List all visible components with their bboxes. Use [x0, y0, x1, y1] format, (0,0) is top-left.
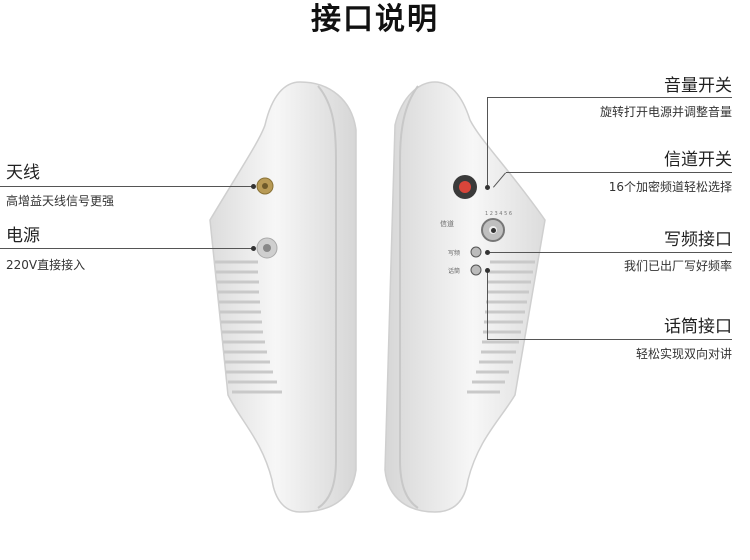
mic-port-callout: 话筒接口: [664, 317, 732, 337]
volume-leader-dot: [485, 185, 490, 190]
mic-leader-vline: [487, 270, 488, 339]
channel-label: 信道开关: [664, 150, 732, 170]
right-unit: 信道 1 2 3 4 5 6 写频 话筒: [384, 81, 546, 513]
mic-leader-dot: [485, 268, 490, 273]
page-title: 接口说明: [311, 2, 439, 37]
mic-port-label: 话筒: [448, 267, 460, 275]
write-port-desc: 我们已出厂写好频率: [623, 259, 732, 273]
antenna-label: 天线: [6, 163, 40, 183]
power-leader-line: [0, 248, 253, 249]
volume-leader-vline: [487, 97, 488, 187]
channel-leader-line: [506, 172, 732, 173]
antenna-leader-dot: [251, 184, 256, 189]
power-desc: 220V直接接入: [6, 258, 86, 272]
write-port-callout: 写频接口: [664, 230, 732, 250]
left-unit: [209, 81, 357, 513]
write-leader-line: [488, 252, 732, 253]
channel-knob-label: 信道: [440, 219, 454, 228]
write-port-label: 写频: [448, 249, 460, 257]
power-label: 电源: [6, 226, 40, 246]
antenna-leader-line: [0, 186, 253, 187]
volume-label: 音量开关: [664, 76, 732, 96]
dial-scale: 1 2 3 4 5 6: [485, 211, 512, 217]
power-leader-dot: [251, 246, 256, 251]
mic-port-desc: 轻松实现双向对讲: [635, 347, 732, 361]
volume-leader-line: [487, 97, 732, 98]
mic-leader-line: [487, 339, 732, 340]
antenna-desc: 高增益天线信号更强: [6, 194, 115, 208]
write-leader-dot: [485, 250, 490, 255]
channel-leader-dot: [491, 228, 496, 233]
write-port-icon: [470, 246, 482, 258]
right-vent-grille: [467, 260, 535, 394]
mic-port-icon: [470, 264, 482, 276]
left-vent-grille: [215, 260, 282, 394]
volume-desc: 旋转打开电源并调整音量: [599, 105, 732, 119]
channel-desc: 16个加密频道轻松选择: [608, 180, 732, 194]
